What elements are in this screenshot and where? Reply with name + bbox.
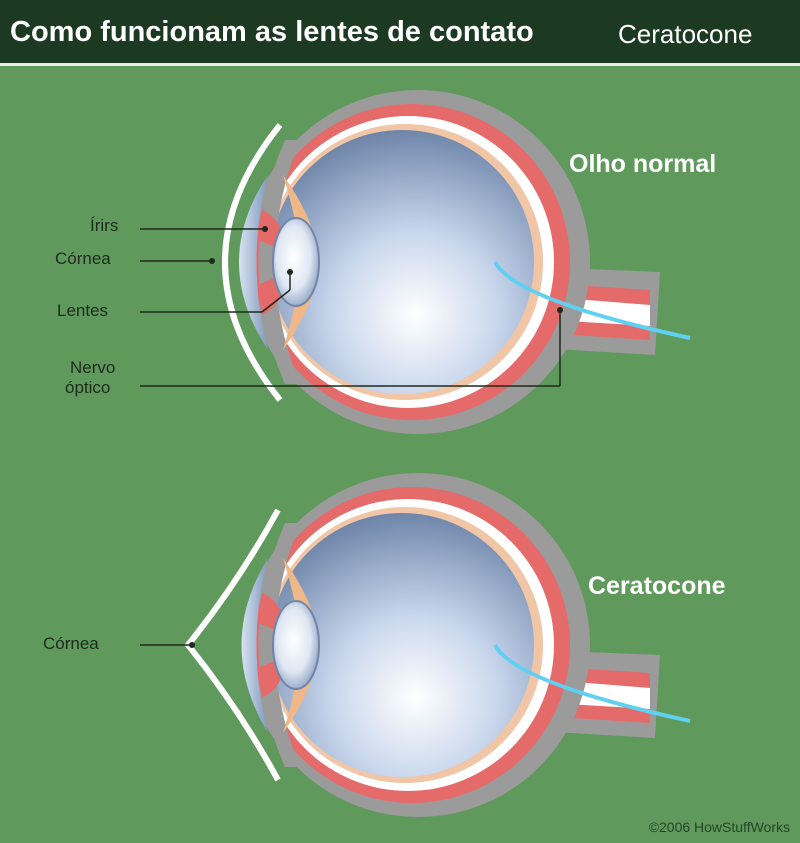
page-subtitle: Ceratocone bbox=[618, 19, 752, 50]
lens bbox=[273, 218, 319, 306]
lens bbox=[273, 601, 319, 689]
iris-dot bbox=[262, 226, 268, 232]
label-cornea-keratoconus: Córnea bbox=[43, 634, 99, 654]
label-lens: Lentes bbox=[57, 301, 108, 321]
copyright-credit: ©2006 HowStuffWorks bbox=[649, 819, 790, 835]
label-iris: Írirs bbox=[90, 216, 118, 236]
heading-normal-eye: Olho normal bbox=[569, 150, 716, 179]
header-bar: Como funcionam as lentes de contato Cera… bbox=[0, 0, 800, 66]
lens-dot bbox=[287, 269, 293, 275]
nerve-dot bbox=[557, 307, 563, 313]
bottom-eye bbox=[188, 473, 690, 817]
label-nerve-line2: óptico bbox=[65, 378, 110, 398]
page-title: Como funcionam as lentes de contato bbox=[10, 16, 534, 49]
top-eye bbox=[225, 90, 690, 434]
cornea-dot bbox=[189, 642, 195, 648]
label-nerve-line1: Nervo bbox=[70, 358, 115, 378]
cornea-dot bbox=[209, 258, 215, 264]
diagram-area: Olho normal Ceratocone Írirs Córnea Lent… bbox=[0, 66, 800, 843]
heading-keratoconus: Ceratocone bbox=[588, 572, 726, 601]
label-cornea: Córnea bbox=[55, 249, 111, 269]
eye-diagrams bbox=[0, 66, 800, 843]
